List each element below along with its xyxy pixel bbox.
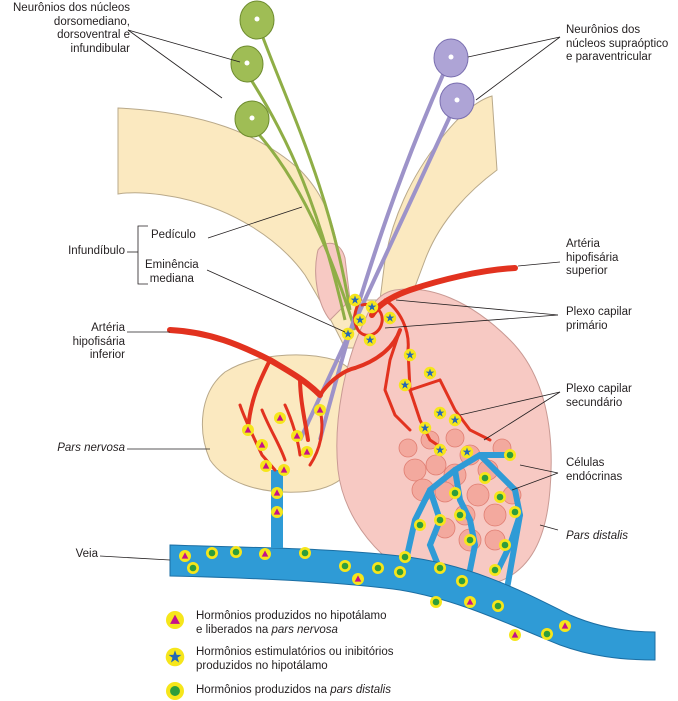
- label-pediculo: Pedículo: [151, 229, 196, 241]
- label-plexo-secundario: Plexo capilar secundário: [566, 383, 632, 410]
- label-line: secundário: [566, 396, 623, 409]
- hypothalamus: [117, 95, 498, 349]
- pars-distalis: [336, 288, 552, 587]
- legend-italic: pars nervosa: [271, 623, 338, 636]
- label-line: mediana: [149, 272, 194, 285]
- legend-triangle-icon: [166, 611, 184, 629]
- label-line: infundibular: [70, 42, 130, 55]
- label-plexo-primario: Plexo capilar primário: [566, 306, 632, 333]
- label-infundibulo: Infundíbulo: [68, 245, 125, 257]
- label-line: núcleos supraóptico: [566, 37, 669, 50]
- legend-line: e liberados na pars nervosa: [196, 624, 387, 638]
- label-pars-distalis: Pars distalis: [566, 530, 628, 542]
- label-line: Células: [566, 457, 605, 469]
- label-line: inferior: [89, 349, 125, 361]
- label-line: e paraventricular: [566, 51, 652, 63]
- legend-text: Hormônios produzidos na: [196, 684, 331, 696]
- leader-lines: [99, 29, 561, 561]
- label-dorsomedial-neurons: Neurônios dos núcleos dorsomediano, dors…: [13, 2, 130, 56]
- label-line: endócrinas: [566, 470, 623, 483]
- green-neurons: [230, 0, 357, 331]
- label-line: Artéria: [566, 238, 600, 250]
- label-arteria-inferior: Artéria hipofisária inferior: [73, 322, 125, 363]
- label-line: Artéria: [91, 322, 125, 334]
- legend-line: Hormônios produzidos no hipotálamo: [196, 610, 387, 622]
- legend-italic: pars distalis: [330, 684, 391, 696]
- legend-line: Hormônios estimulatórios ou inibitórios: [196, 646, 394, 658]
- legend-star-icon: [165, 647, 185, 667]
- main-vein: [169, 544, 656, 661]
- label-line: dorsomediano,: [53, 15, 130, 28]
- label-line: Plexo capilar: [566, 306, 632, 318]
- label-eminencia-mediana: Eminência mediana: [145, 259, 199, 286]
- label-supraoptic-neurons: Neurônios dos núcleos supraóptico e para…: [566, 24, 668, 65]
- label-arteria-superior: Artéria hipofisária superior: [566, 238, 618, 279]
- legend-dot-icon: [166, 682, 184, 700]
- legend-item-star: Hormônios estimulatórios ou inibitórios …: [196, 646, 394, 673]
- label-line: primário: [566, 319, 608, 332]
- legend-text: e liberados na: [196, 623, 272, 636]
- legend-item-triangle: Hormônios produzidos no hipotálamo e lib…: [196, 610, 387, 637]
- label-line: superior: [566, 265, 608, 277]
- label-line: dorsoventral e: [57, 29, 130, 41]
- label-line: hipofisária: [72, 335, 125, 348]
- label-veia: Veia: [75, 548, 98, 560]
- label-celulas-endocrinas: Células endócrinas: [566, 457, 622, 484]
- legend-line: produzidos no hipotálamo: [196, 659, 328, 672]
- label-line: hipofisária: [566, 251, 619, 264]
- legend-item-dot: Hormônios produzidos na pars distalis: [196, 684, 391, 698]
- label-line: Plexo capilar: [566, 383, 632, 395]
- purple-neurons: [298, 38, 475, 441]
- label-pars-nervosa: Pars nervosa: [57, 442, 125, 454]
- label-line: Eminência: [145, 259, 199, 271]
- label-line: Neurônios dos núcleos: [13, 2, 130, 14]
- label-line: Neurônios dos: [566, 24, 641, 36]
